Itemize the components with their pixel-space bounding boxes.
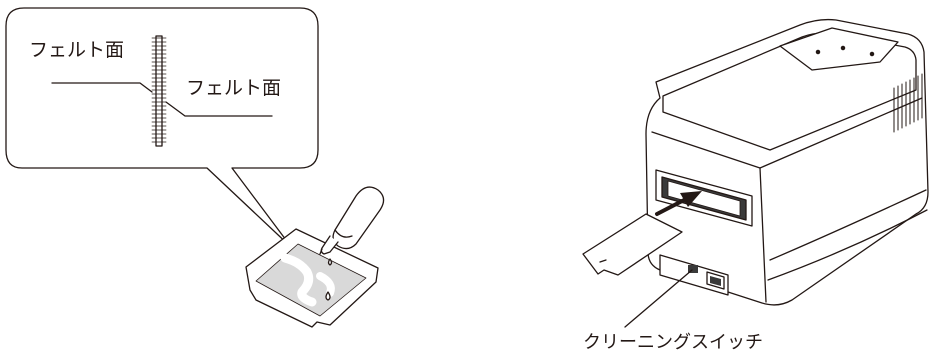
felt-surface-label-right: フェルト面 (186, 77, 282, 99)
cleaning-card-insert (582, 213, 683, 276)
cleaning-card-flat (245, 228, 379, 328)
felt-sheet-cross-section (151, 35, 167, 147)
switch-leader (624, 269, 693, 328)
drop-1 (327, 258, 333, 266)
felt-leader-right (165, 101, 273, 117)
card-printer-icon (645, 18, 929, 306)
felt-leader-left (51, 82, 153, 93)
cleaning-fluid-bottle-icon (319, 186, 385, 255)
insert-arrow-icon (655, 191, 702, 216)
drop-2 (325, 291, 331, 301)
felt-surface-label-left: フェルト面 (29, 39, 125, 61)
cleaning-switch-label: クリーニングスイッチ (583, 332, 763, 353)
